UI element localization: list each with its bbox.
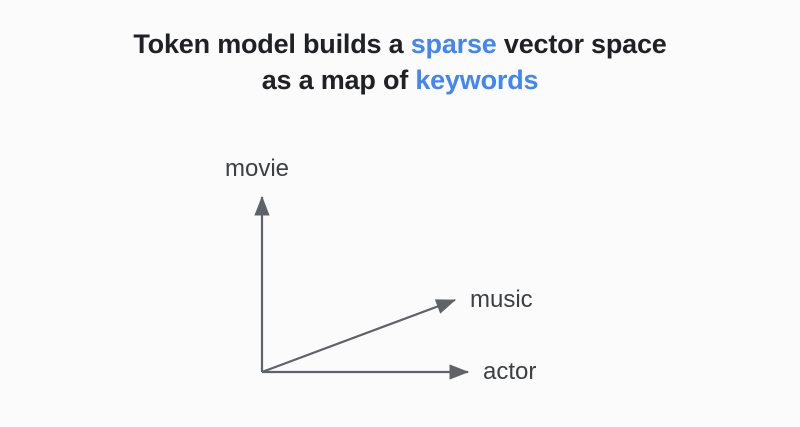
axis-label-music: music [470, 286, 533, 313]
title-highlight-keywords: keywords [415, 65, 539, 95]
title-line-2: as a map of keywords [0, 62, 800, 98]
axis-label-actor: actor [483, 358, 537, 385]
axis-label-movie: movie [225, 155, 290, 182]
title-highlight-sparse: sparse [410, 29, 497, 59]
axis-line-music [261, 298, 457, 374]
title-line-1-part-2: vector space [496, 29, 667, 59]
title-line-2-part-1: as a map of [261, 65, 416, 95]
page-title: Token model builds a sparse vector space… [0, 26, 800, 98]
title-line-1: Token model builds a sparse vector space [0, 26, 800, 62]
title-line-1-part-1: Token model builds a [133, 29, 411, 59]
